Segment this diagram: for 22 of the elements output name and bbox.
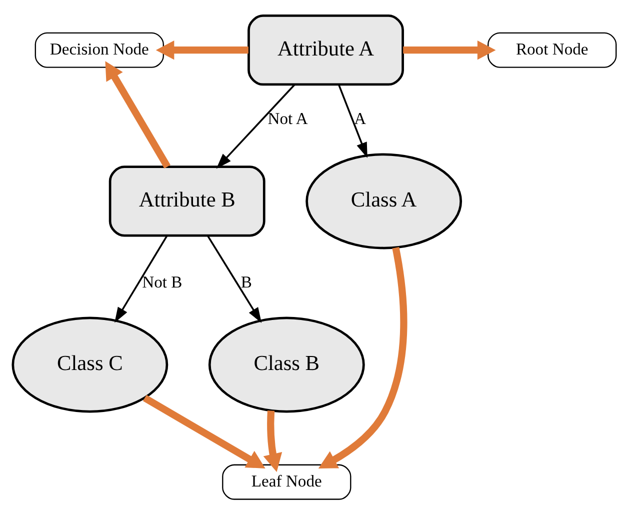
- node-box: Root Node: [488, 32, 617, 68]
- edge-label: A: [354, 108, 366, 128]
- arrow: [142, 394, 266, 468]
- arrow: [338, 84, 368, 158]
- node-box: Attribute B: [108, 166, 266, 237]
- node-box: Leaf Node: [222, 464, 352, 500]
- edge-label: Not B: [142, 272, 182, 292]
- arrow: [105, 61, 170, 168]
- arrow: [403, 40, 496, 60]
- node-box: Decision Node: [34, 32, 164, 68]
- arrow: [318, 246, 408, 468]
- arrow: [156, 40, 248, 60]
- arrow: [216, 84, 296, 169]
- arrow: [263, 410, 282, 472]
- arrow: [114, 235, 168, 323]
- edge-label: Not A: [268, 108, 308, 128]
- node-ellipse: Class A: [306, 153, 462, 250]
- node-box: Attribute A: [248, 14, 404, 86]
- node-ellipse: Class B: [208, 316, 365, 413]
- arrow: [206, 235, 262, 323]
- edge-label: B: [240, 272, 252, 292]
- node-ellipse: Class C: [12, 316, 168, 413]
